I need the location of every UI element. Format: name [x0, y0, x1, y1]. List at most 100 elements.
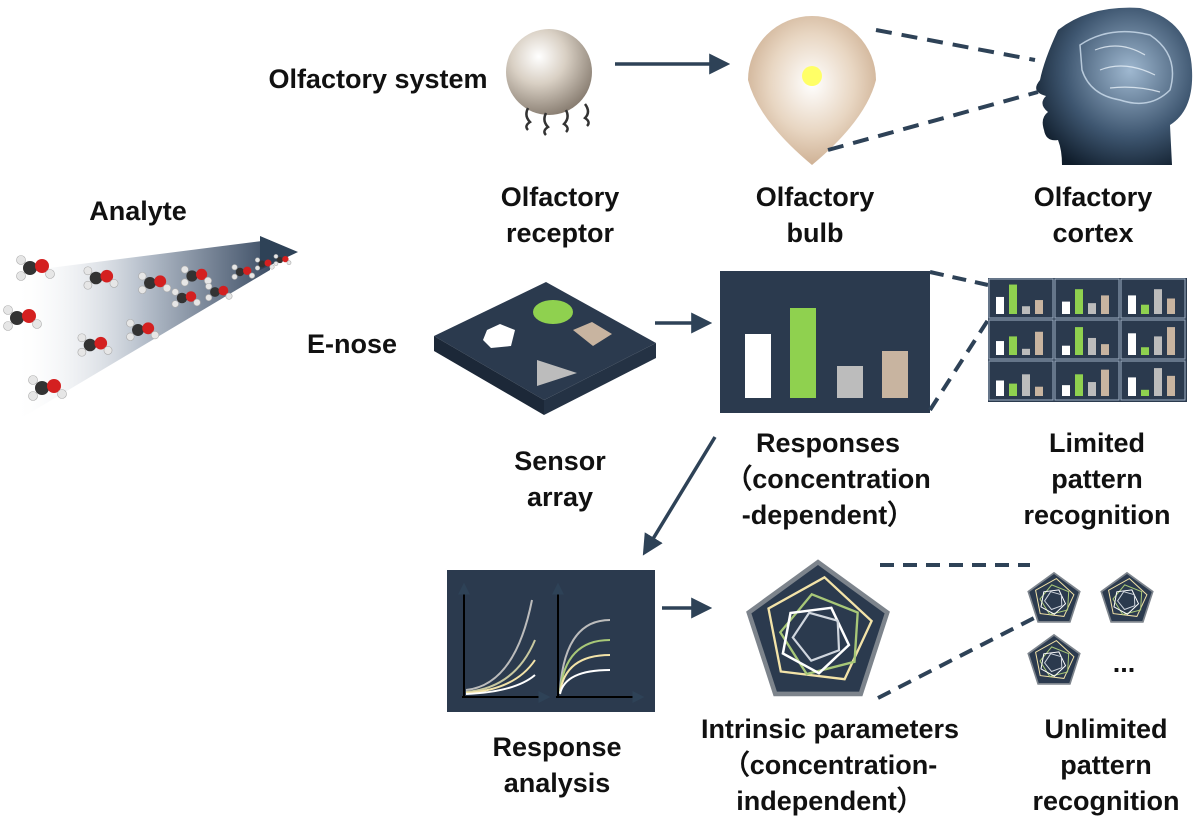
receptor-label: Olfactory receptor [501, 182, 620, 248]
small-radar-chart [1027, 633, 1081, 685]
pattern-bar [1009, 284, 1017, 314]
intrinsic-label: Intrinsic parameters（concentration-indep… [701, 714, 959, 816]
pattern-cell [1054, 278, 1120, 319]
pattern-bar [1101, 369, 1109, 396]
pattern-bar [1167, 327, 1175, 355]
molecule-icon [205, 282, 233, 302]
limited-label-line: Limited [1049, 428, 1145, 458]
analyte-label: Analyte [89, 196, 187, 226]
pattern-bar [1128, 377, 1136, 396]
response-analysis-label-line: analysis [504, 768, 611, 798]
pattern-bar [1022, 374, 1030, 396]
pattern-bar [1075, 327, 1083, 355]
response-analysis-label: Response analysis [492, 732, 621, 798]
receptor-label-line: receptor [506, 218, 615, 248]
pattern-cell [988, 319, 1054, 360]
molecule-icon [126, 319, 160, 341]
cortex-label-line: Olfactory [1034, 182, 1153, 212]
receptor-sphere-icon [506, 29, 592, 136]
pattern-cell [988, 278, 1054, 319]
pattern-bar [1075, 374, 1083, 396]
cortex-label-line: cortex [1052, 218, 1133, 248]
pattern-bar [1022, 348, 1030, 355]
intrinsic-parameters-radar [746, 559, 890, 697]
pattern-bar [1062, 385, 1070, 396]
pattern-cell [988, 360, 1054, 401]
big-radar-chart [746, 559, 890, 697]
pattern-bar [1035, 331, 1043, 355]
pattern-bar [1088, 303, 1096, 314]
molecule-icon [3, 305, 42, 331]
pattern-bar [1062, 345, 1070, 355]
bulb-label: Olfactory bulb [756, 182, 875, 248]
unlimited-label-line: Unlimited [1044, 714, 1167, 744]
molecule-icon [231, 264, 256, 280]
responses-label-line: Responses [756, 428, 900, 458]
molecule-icon [273, 254, 292, 266]
pattern-bar [1141, 304, 1149, 314]
pattern-bar [1101, 295, 1109, 314]
pattern-bar [1088, 382, 1096, 396]
pattern-bar [1154, 289, 1162, 314]
molecule-icon [171, 288, 201, 308]
responses-label: Responses（concentration-dependent） [725, 428, 931, 530]
unlimited-label: Unlimited pattern recognition [1033, 714, 1180, 816]
molecule-icon [138, 272, 172, 294]
pattern-bar [1154, 368, 1162, 396]
pattern-bar [1167, 375, 1175, 396]
limited-label-line: pattern [1051, 464, 1143, 494]
intrinsic-label-line: independent） [736, 786, 924, 816]
limited-pattern-grid [988, 278, 1187, 402]
pattern-bar [1154, 336, 1162, 355]
pattern-bar [1075, 289, 1083, 314]
pattern-bar [996, 341, 1004, 355]
olfactory-bulb-icon [748, 16, 876, 165]
pattern-cell [1120, 319, 1186, 360]
pattern-bar [1141, 347, 1149, 355]
bulb-label-line: Olfactory [756, 182, 875, 212]
molecule-icon [180, 265, 212, 287]
olfactory-system-label: Olfactory system [268, 64, 487, 94]
cortex-label: Olfactory cortex [1034, 182, 1153, 248]
pattern-cell [1054, 319, 1120, 360]
pattern-bar [1009, 336, 1017, 355]
pattern-bar [1022, 306, 1030, 314]
molecule-icon [83, 266, 119, 290]
bulb-label-line: bulb [787, 218, 844, 248]
molecule-icon [254, 257, 275, 271]
unlimited-label-line: recognition [1033, 786, 1180, 816]
pattern-bar [1167, 298, 1175, 314]
intrinsic-label-line: （concentration- [723, 750, 938, 780]
molecule-icon [28, 375, 67, 401]
molecule-icon [3, 254, 292, 401]
pattern-bar [996, 380, 1004, 396]
responses-panel [720, 271, 930, 413]
responses-label-line: （concentration [725, 464, 931, 494]
head-brain-icon [1036, 7, 1193, 165]
receptor-label-line: Olfactory [501, 182, 620, 212]
pattern-bar [1062, 301, 1070, 314]
sensor-array-label: Sensor array [514, 446, 606, 512]
pattern-cell [1120, 360, 1186, 401]
response-analysis-label-line: Response [492, 732, 621, 762]
unlimited-label-line: pattern [1060, 750, 1152, 780]
molecule-icon [77, 333, 113, 357]
e-nose-label: E-nose [307, 329, 397, 359]
small-radar-chart [1100, 571, 1154, 623]
pattern-bar [1088, 337, 1096, 355]
sensor-array-label-line: array [527, 482, 593, 512]
sensor-array-label-line: Sensor [514, 446, 606, 476]
pattern-bar [1009, 383, 1017, 396]
pattern-bar [1141, 389, 1149, 396]
pattern-bar [1101, 344, 1109, 355]
pattern-cell [1120, 278, 1186, 319]
pattern-bar [996, 296, 1004, 314]
unlimited-pattern-radars [1027, 571, 1154, 685]
pattern-bar [1035, 386, 1043, 396]
pattern-cell [1054, 360, 1120, 401]
sensor-array-icon [434, 282, 656, 415]
small-radar-chart [1027, 571, 1081, 623]
pattern-bar [1128, 295, 1136, 314]
